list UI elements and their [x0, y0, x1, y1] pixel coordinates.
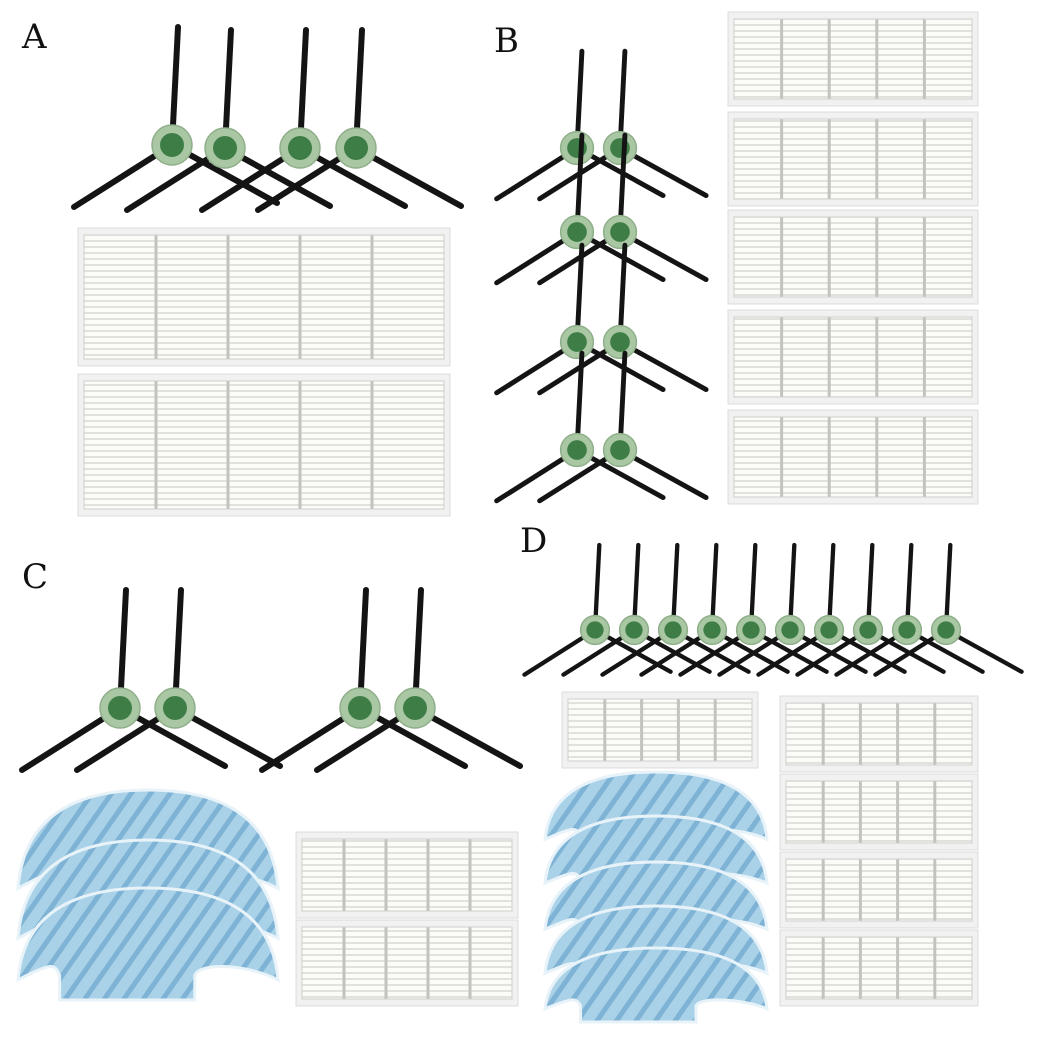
- hepa-filter-icon: [727, 11, 979, 107]
- filters-group: [77, 11, 979, 1007]
- side-brush-icon: [74, 587, 283, 773]
- side-brush-icon: [873, 542, 1024, 677]
- hepa-filter-icon: [77, 227, 451, 367]
- side-brush-icon: [19, 587, 228, 773]
- side-brush-icon: [639, 542, 790, 677]
- side-brush-icon: [537, 242, 709, 396]
- side-brush-icon: [494, 350, 666, 504]
- side-brush-icon: [494, 132, 666, 286]
- hepa-filter-icon: [727, 409, 979, 505]
- side-brush-icon: [795, 542, 946, 677]
- hepa-filter-icon: [295, 919, 519, 1007]
- brushes-group: [19, 24, 1024, 773]
- mop-pad-icon: [543, 946, 769, 1024]
- side-brush-icon: [834, 542, 985, 677]
- hepa-filter-icon: [779, 851, 979, 929]
- hepa-filter-icon: [295, 831, 519, 919]
- side-brush-icon: [255, 27, 464, 213]
- hepa-filter-icon: [779, 695, 979, 773]
- hepa-filter-icon: [779, 929, 979, 1007]
- side-brush-icon: [124, 27, 333, 213]
- mops-group: [16, 770, 769, 1024]
- side-brush-icon: [71, 24, 280, 210]
- side-brush-icon: [494, 242, 666, 396]
- mop-pad-icon: [16, 886, 280, 1002]
- side-brush-icon: [678, 542, 829, 677]
- panel-label-a: A: [22, 17, 47, 57]
- side-brush-icon: [537, 350, 709, 504]
- side-brush-icon: [314, 587, 523, 773]
- panel-label-c: C: [22, 557, 49, 597]
- hepa-filter-icon: [779, 773, 979, 851]
- side-brush-icon: [522, 542, 673, 677]
- hepa-filter-icon: [77, 373, 451, 517]
- side-brush-icon: [199, 27, 408, 213]
- side-brush-icon: [259, 587, 468, 773]
- side-brush-icon: [600, 542, 751, 677]
- panel-label-d: D: [520, 521, 548, 561]
- hepa-filter-icon: [727, 309, 979, 405]
- hepa-filter-icon: [727, 111, 979, 207]
- panel-label-b: B: [494, 21, 519, 61]
- hepa-filter-icon: [727, 209, 979, 305]
- hepa-filter-icon: [561, 691, 759, 769]
